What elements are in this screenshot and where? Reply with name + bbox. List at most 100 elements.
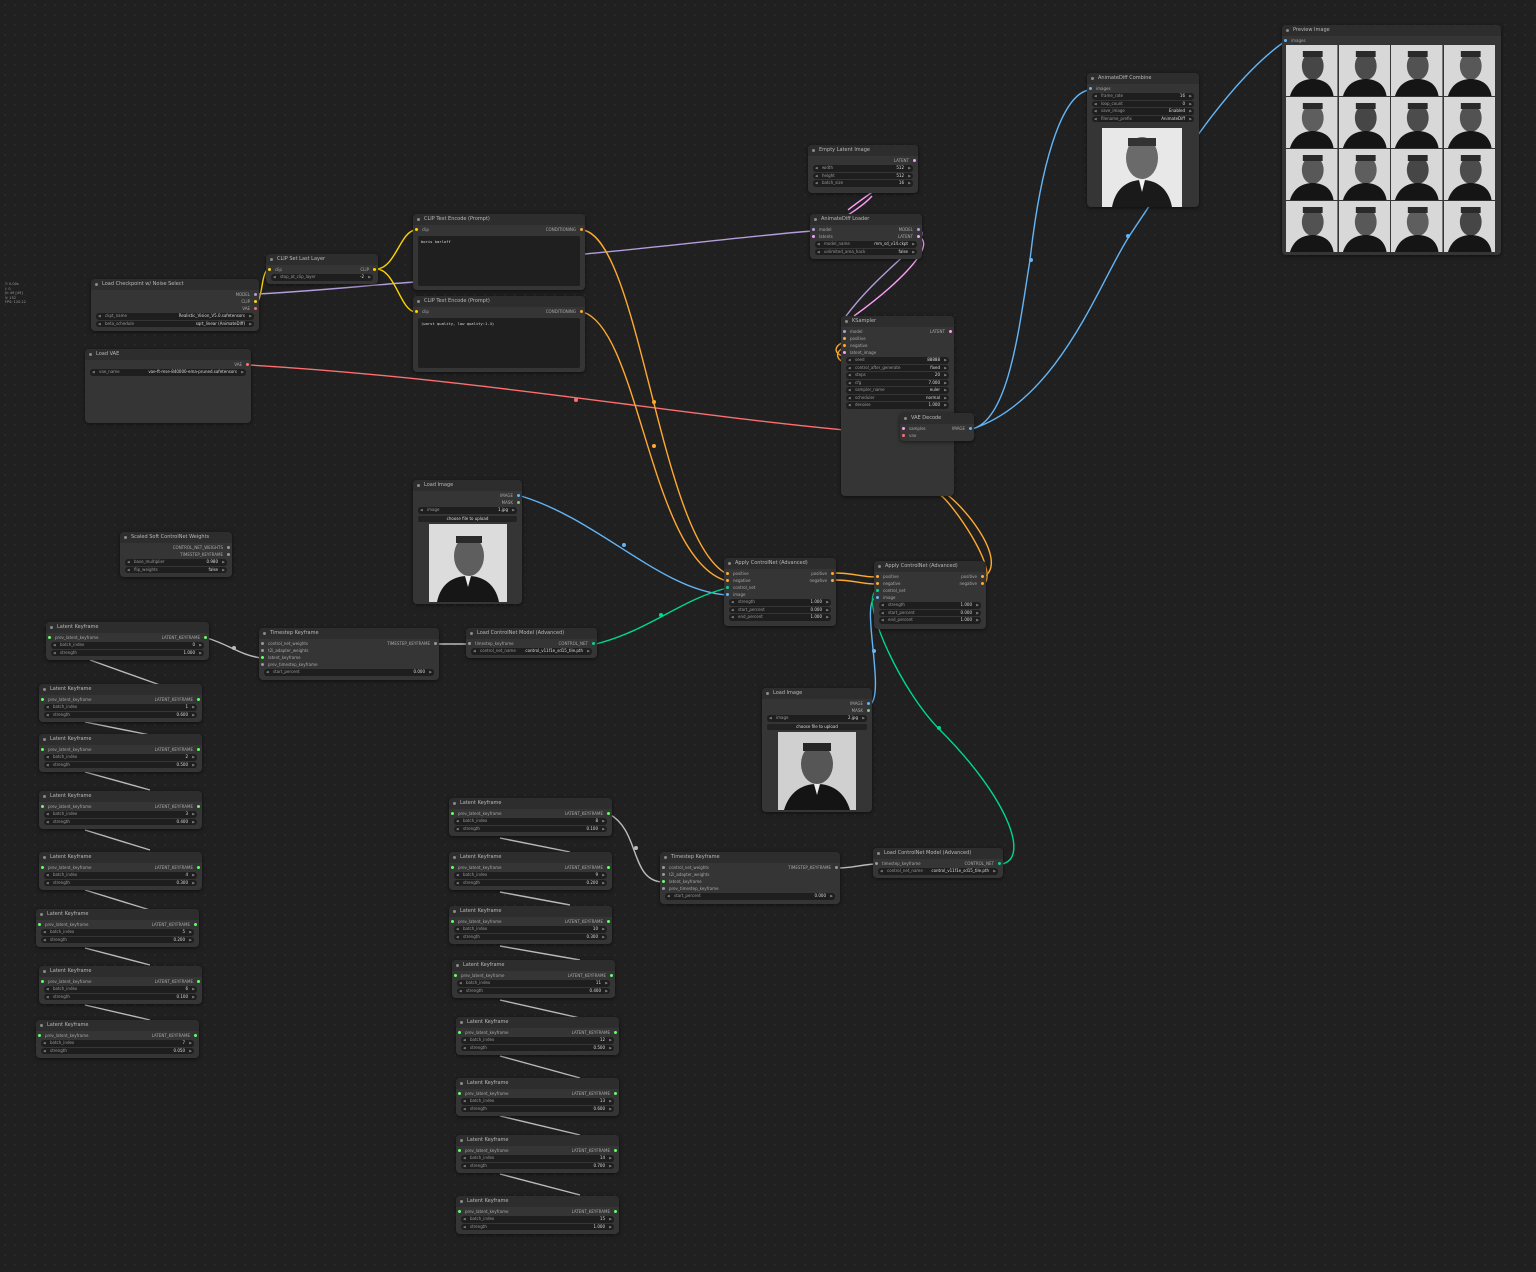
node-title[interactable]: Empty Latent Image [808, 145, 918, 156]
output-slot-model[interactable] [254, 293, 257, 296]
node-title[interactable]: Latent Keyframe [46, 622, 209, 633]
node-title[interactable]: Latent Keyframe [456, 1196, 619, 1207]
output-slot-clip[interactable] [373, 268, 376, 271]
node-title[interactable]: Latent Keyframe [456, 1135, 619, 1146]
node-title[interactable]: Load ControlNet Model (Advanced) [873, 848, 1003, 859]
node-title[interactable]: Apply ControlNet (Advanced) [724, 558, 836, 569]
input-slot-prev-latent-keyframe[interactable] [41, 980, 44, 983]
output-slot-latent-keyframe[interactable] [607, 920, 610, 923]
output-slot-control-net[interactable] [998, 862, 1001, 865]
input-slot-prev-latent-keyframe[interactable] [454, 974, 457, 977]
preview-frame-thumbnail[interactable] [1391, 201, 1443, 252]
upload-button[interactable]: choose file to upload [418, 515, 517, 522]
node-title[interactable]: Load Checkpoint w/ Noise Select [91, 279, 259, 290]
node-title[interactable]: Timestep Keyframe [660, 852, 840, 863]
output-slot-latent[interactable] [917, 235, 920, 238]
input-slot-prev-latent-keyframe[interactable] [38, 1034, 41, 1037]
input-slot-image[interactable] [726, 593, 729, 596]
preview-frame-thumbnail[interactable] [1286, 149, 1338, 200]
input-slot-latents[interactable] [812, 235, 815, 238]
preview-frame-thumbnail[interactable] [1443, 45, 1495, 96]
node-animatediff-combine[interactable]: AnimateDiff Combine images frame_rate16 … [1087, 73, 1199, 207]
node-title[interactable]: Latent Keyframe [39, 791, 202, 802]
input-slot-latent-keyframe[interactable] [261, 656, 264, 659]
input-slot-prev-latent-keyframe[interactable] [48, 636, 51, 639]
output-slot-latent-keyframe[interactable] [194, 1034, 197, 1037]
upload-button[interactable]: choose file to upload [767, 723, 867, 730]
input-slot-clip[interactable] [415, 310, 418, 313]
output-slot-latent-keyframe[interactable] [197, 805, 200, 808]
node-scaled-soft-controlnet-weights[interactable]: Scaled Soft ControlNet Weights CONTROL_N… [120, 532, 232, 577]
output-slot-latent-keyframe[interactable] [197, 748, 200, 751]
node-title[interactable]: Latent Keyframe [456, 1078, 619, 1089]
input-slot-images[interactable] [1284, 39, 1287, 42]
output-slot-image[interactable] [867, 702, 870, 705]
input-slot-prev-latent-keyframe[interactable] [38, 923, 41, 926]
input-slot-negative[interactable] [876, 582, 879, 585]
node-load-vae[interactable]: Load VAE VAE vae_namevae-ft-mse-840000-e… [85, 349, 251, 423]
node-title[interactable]: Latent Keyframe [449, 906, 612, 917]
output-slot-latent-keyframe[interactable] [197, 980, 200, 983]
output-slot-keyframe[interactable] [835, 866, 838, 869]
node-title[interactable]: Scaled Soft ControlNet Weights [120, 532, 232, 543]
node-title[interactable]: Apply ControlNet (Advanced) [874, 561, 986, 572]
output-slot-latent-keyframe[interactable] [204, 636, 207, 639]
node-load-checkpoint[interactable]: Load Checkpoint w/ Noise Select MODEL CL… [91, 279, 259, 331]
input-slot-timestep-keyframe[interactable] [468, 642, 471, 645]
input-slot-model[interactable] [843, 330, 846, 333]
input-slot-image[interactable] [876, 596, 879, 599]
input-slot-prev-latent-keyframe[interactable] [458, 1031, 461, 1034]
widget-control-net-name[interactable]: control_net_namecontrol_v11f1e_sd15_tile… [471, 648, 592, 655]
node-title[interactable]: Timestep Keyframe [259, 628, 439, 639]
preview-frame-thumbnail[interactable] [1391, 149, 1443, 200]
input-slot-latent-image[interactable] [843, 351, 846, 354]
node-load-controlnet-2[interactable]: Load ControlNet Model (Advanced) timeste… [873, 848, 1003, 878]
input-slot-clip[interactable] [268, 268, 271, 271]
node-load-controlnet-1[interactable]: Load ControlNet Model (Advanced) timeste… [466, 628, 597, 658]
input-slot-positive[interactable] [843, 337, 846, 340]
input-slot-prev-latent-keyframe[interactable] [41, 866, 44, 869]
node-title[interactable]: CLIP Set Last Layer [266, 254, 378, 265]
preview-frame-thumbnail[interactable] [1443, 201, 1495, 252]
node-title[interactable]: Latent Keyframe [456, 1017, 619, 1028]
input-slot-prev-latent-keyframe[interactable] [451, 812, 454, 815]
output-slot-latent-keyframe[interactable] [607, 866, 610, 869]
